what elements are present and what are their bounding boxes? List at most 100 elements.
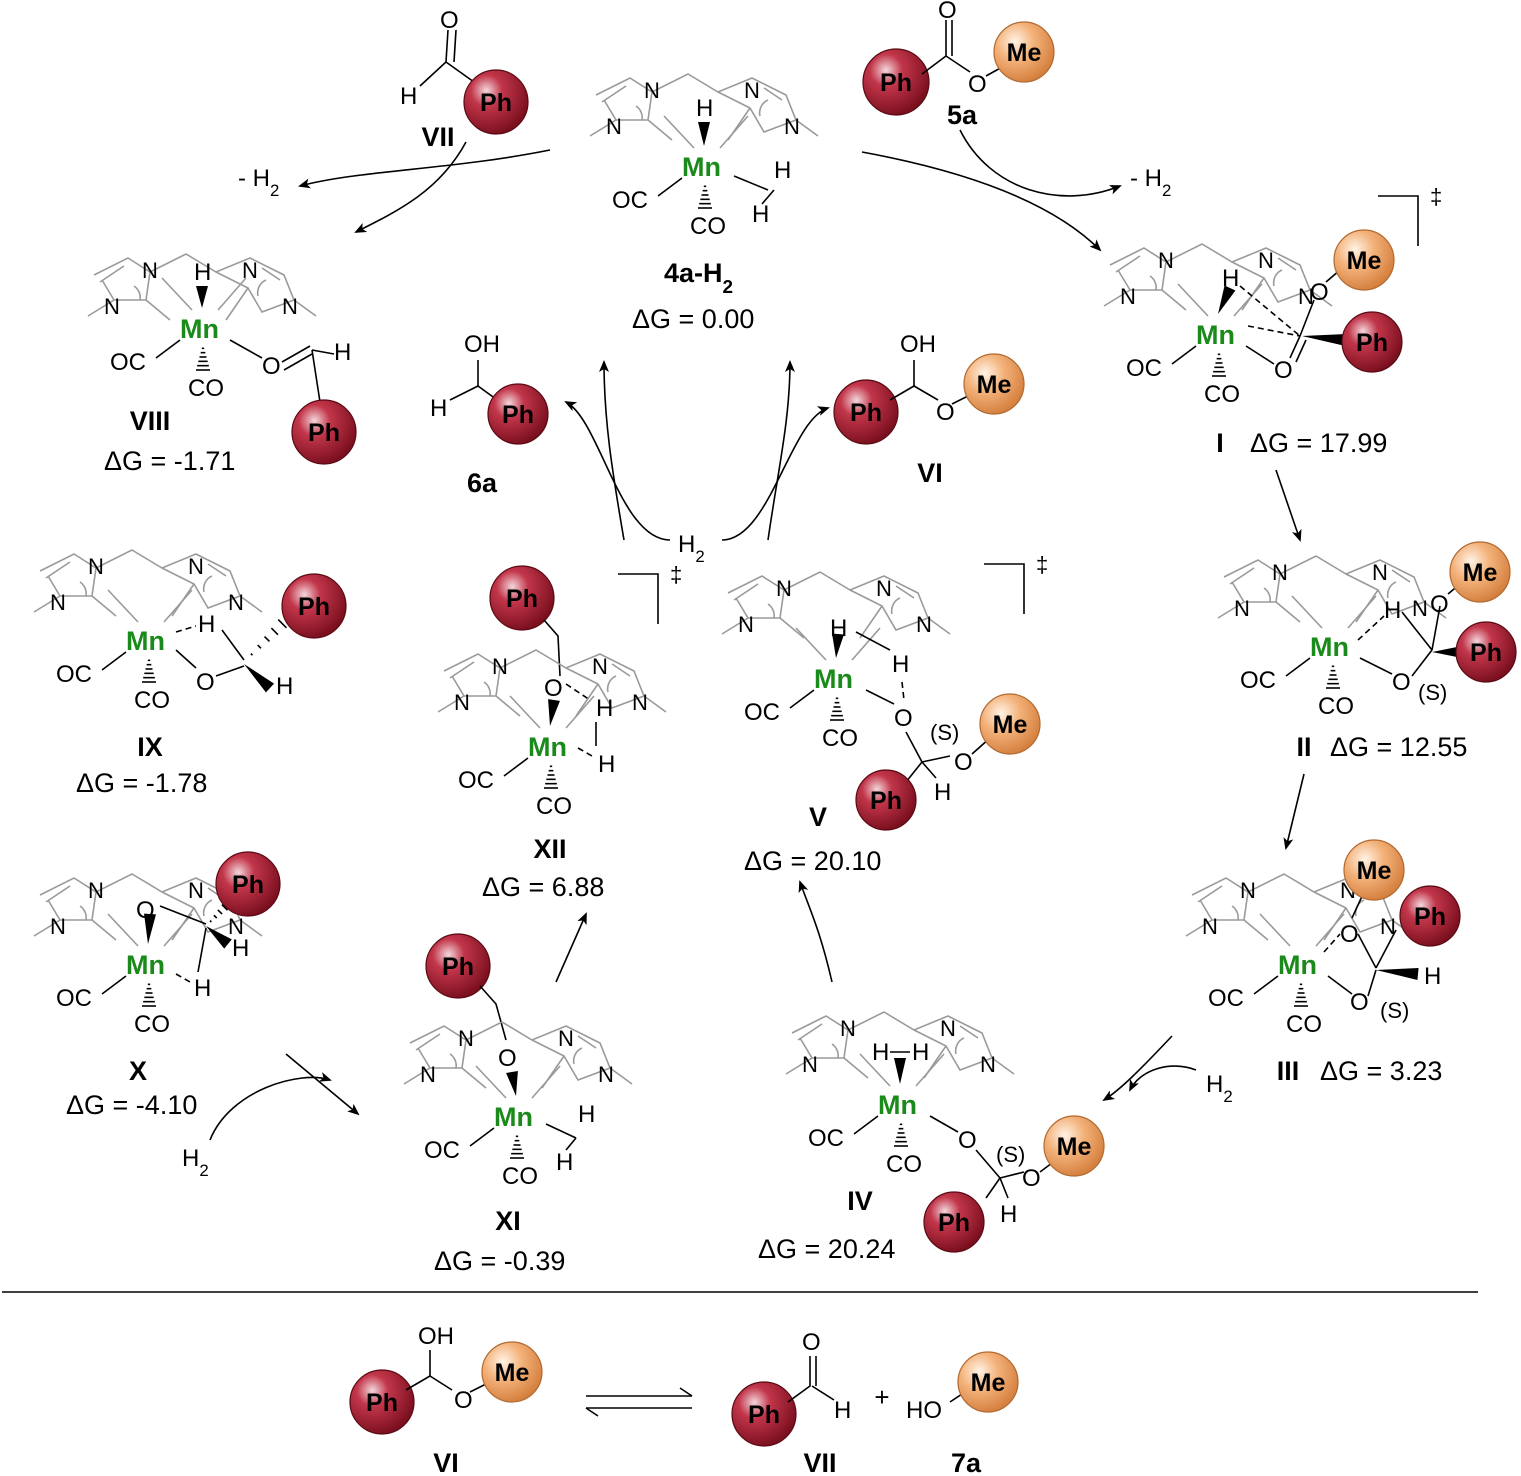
- co-hashed-bond: [1326, 665, 1340, 689]
- co-ligand: CO: [822, 725, 858, 752]
- phenyl-label: Ph: [850, 399, 882, 427]
- arrow-iii-to-iv: [1102, 1035, 1173, 1102]
- ligand-mn-bond: [475, 1065, 507, 1099]
- phenyl-ball: [487, 383, 549, 445]
- phenyl-label: Ph: [870, 787, 902, 815]
- methyl-ball: [481, 1341, 543, 1403]
- phenyl-label: Ph: [502, 401, 534, 429]
- o-c-bond: [1411, 649, 1433, 677]
- ts-bracket: [984, 563, 1025, 614]
- c-ph-bond: [905, 761, 923, 783]
- mn-o-bond: [1359, 657, 1393, 675]
- mn-o-bond: [865, 689, 895, 705]
- c-o-bond: [921, 755, 951, 763]
- mn-h2-wedge: [894, 1058, 906, 1084]
- mn-4a: Mn: [682, 152, 721, 182]
- minus-h2-left: - H2: [238, 165, 279, 200]
- h-atom: H: [194, 975, 211, 1002]
- oc-ligand: OC: [612, 187, 648, 214]
- ligand-mn-bond: [1315, 913, 1345, 947]
- label-vii: VII: [421, 122, 454, 152]
- arrow-ii-to-iii: [1283, 773, 1305, 850]
- h-atom: H: [892, 651, 909, 678]
- methyl-ball: [1333, 229, 1395, 291]
- phenyl-ball: [281, 573, 347, 639]
- dg-i: ΔG = 17.99: [1250, 428, 1387, 458]
- dg-iv: ΔG = 20.24: [758, 1234, 895, 1264]
- phenyl-ball: [1455, 621, 1517, 683]
- ph-ch2-o-bond: [479, 985, 507, 1041]
- h-atom: H: [830, 615, 847, 642]
- phenyl-v: Ph: [855, 769, 917, 831]
- ho-group: HO: [906, 1397, 942, 1424]
- arrow-h2-into-xi: [209, 1072, 332, 1141]
- co-ligand: CO: [134, 687, 170, 714]
- hash-line: [263, 635, 271, 643]
- hash-line: [221, 903, 229, 911]
- mn-xii: Mn: [528, 732, 567, 762]
- o-atom: O: [954, 749, 973, 776]
- methyl-label: Me: [977, 371, 1012, 399]
- mn-h-wedge: [698, 122, 710, 146]
- phenyl-ball: [731, 1381, 797, 1447]
- arrow-vii-into-viii: [354, 141, 467, 233]
- phenyl-label: Ph: [748, 1401, 780, 1429]
- h-atom: H: [400, 83, 417, 110]
- o-c-bond: [159, 905, 207, 925]
- h-c-dash: [1239, 285, 1301, 337]
- phenyl-5a: Ph: [862, 48, 930, 116]
- ligand-mn-bond: [1347, 595, 1377, 629]
- phenyl-ball: [833, 379, 899, 445]
- c-o-bond: [429, 1375, 453, 1391]
- dg-xi: ΔG = -0.39: [434, 1246, 565, 1276]
- methyl-ball: [1449, 541, 1511, 603]
- mn-o-bond: [1245, 345, 1275, 365]
- agostic-dash: [175, 973, 191, 983]
- ester-o-bond: [945, 55, 971, 73]
- o-atom: O: [802, 1329, 821, 1356]
- label-viii: VIII: [130, 406, 171, 436]
- o-atom: O: [938, 0, 957, 24]
- co-ligand: CO: [188, 375, 224, 402]
- arrow-5a-into-i: [959, 129, 1122, 197]
- o-atom: O: [196, 669, 215, 696]
- mn-x: Mn: [126, 950, 165, 980]
- co-hashed-bond: [142, 983, 156, 1007]
- h2-into-xi: H2: [182, 1145, 209, 1180]
- phenyl-label: Ph: [442, 953, 474, 981]
- co-ligand: CO: [1204, 381, 1240, 408]
- mn-oc-bond: [469, 1127, 495, 1147]
- phenyl-ball: [291, 399, 357, 465]
- mn-viii: Mn: [180, 314, 219, 344]
- hash-line: [277, 618, 288, 629]
- label-xii: XII: [533, 834, 566, 864]
- o-c-bond: [215, 665, 245, 677]
- label-v: V: [809, 802, 827, 832]
- c-ph-bond: [311, 349, 321, 403]
- oh-group: OH: [464, 331, 500, 358]
- phenyl-label: Ph: [308, 419, 340, 447]
- hash-line: [209, 920, 212, 923]
- ligand-xi: [403, 1021, 633, 1089]
- arrow-h2-into-iv: [1129, 1065, 1197, 1092]
- methyl-label: Me: [1347, 247, 1382, 275]
- ph-ch2-o-bond: [543, 619, 561, 677]
- phenyl-ball: [923, 1191, 985, 1253]
- methyl-ball: [957, 1351, 1019, 1413]
- mn-oc-bond: [1285, 657, 1311, 677]
- mn-o-bond: [929, 1115, 959, 1133]
- phenyl-label: Ph: [298, 593, 330, 621]
- hash-line: [250, 652, 254, 656]
- co-hashed-bond: [544, 765, 558, 789]
- mn-o-bond: [229, 339, 263, 359]
- oh-dash: [901, 681, 905, 701]
- oc-ligand: OC: [744, 699, 780, 726]
- h-atom: H: [198, 611, 215, 638]
- co-hashed-bond: [830, 697, 844, 721]
- label-6a: 6a: [467, 468, 498, 498]
- hash-line: [270, 627, 279, 636]
- methyl-iv: Me: [1043, 1115, 1105, 1177]
- co-hashed-bond: [698, 185, 712, 209]
- label-vii-bottom: VII: [803, 1448, 836, 1476]
- mn-ii: Mn: [1310, 632, 1349, 662]
